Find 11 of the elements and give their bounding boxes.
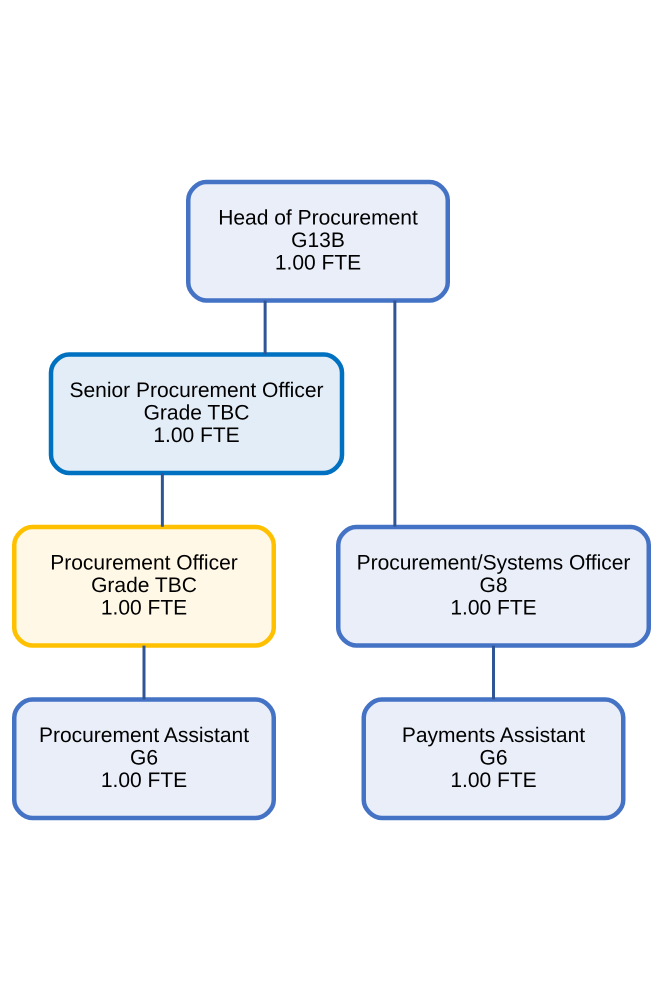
node-box: Payments Assistant G6 1.00 FTE xyxy=(362,697,626,820)
connector xyxy=(160,473,164,527)
connector xyxy=(393,300,396,527)
connector xyxy=(264,300,267,354)
node-box: Procurement/Systems Officer G8 1.00 FTE xyxy=(336,524,651,648)
node-box: Head of Procurement G13B 1.00 FTE xyxy=(186,180,450,303)
node-box: Procurement Assistant G6 1.00 FTE xyxy=(12,697,276,820)
connector xyxy=(142,646,146,700)
connector xyxy=(492,646,495,700)
node-box: Procurement Officer Grade TBC 1.00 FTE xyxy=(12,524,276,648)
node-box: Senior Procurement Officer Grade TBC 1.00 FTE xyxy=(48,352,344,476)
